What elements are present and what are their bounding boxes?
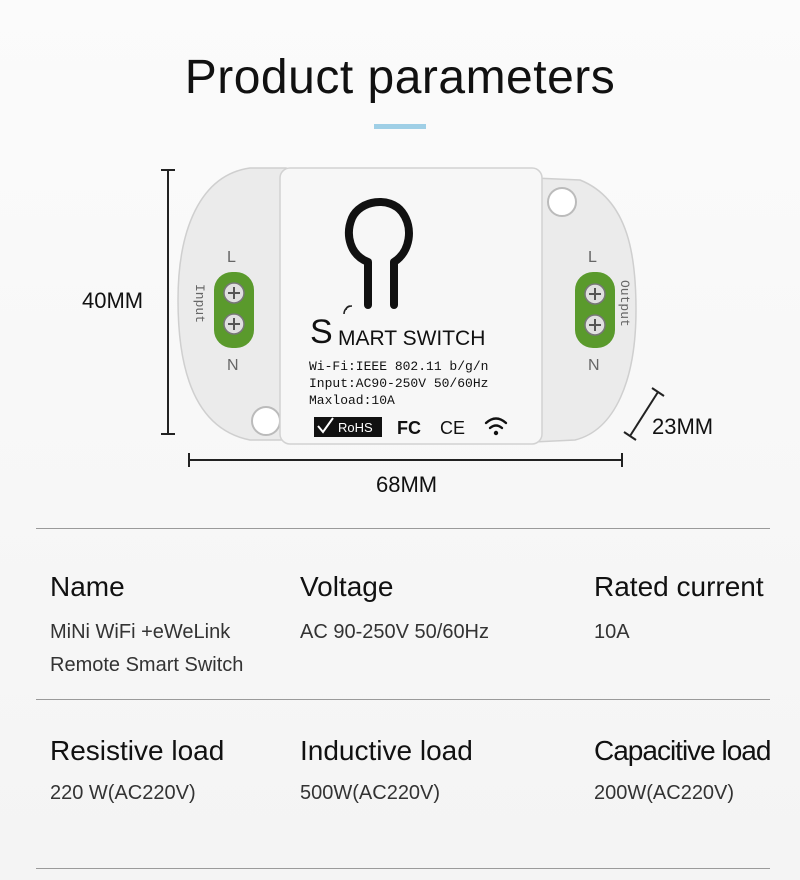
wifi-icon-dot (493, 430, 499, 436)
spec-rated-current-heading: Rated current (594, 571, 764, 602)
wifi-icon (484, 417, 508, 430)
input-label: Input (192, 284, 207, 323)
right-n-label: N (588, 357, 600, 374)
spec-voltage-value: AC 90-250V 50/60Hz (300, 621, 490, 643)
spec-capacitive-load-value: 200W(AC220V) (594, 782, 735, 804)
brand-name: MART SWITCH (338, 327, 485, 350)
mount-hole-bottom-left (251, 406, 281, 436)
spec-capacitive-load-heading: Capacitive load (594, 735, 771, 766)
spec-inductive-load-value: 500W(AC220V) (300, 782, 441, 804)
rohs-label: RoHS (338, 420, 373, 435)
height-dimension: 40MM (82, 288, 144, 313)
height-dimension-line (161, 169, 175, 435)
spec-resistive-load-value: 220 W(AC220V) (50, 782, 196, 804)
fc-mark: FC (397, 418, 421, 438)
spec-line-wifi: Wi-Fi:IEEE 802.11 b/g/n (309, 359, 488, 374)
page-title: Product parameters (184, 51, 616, 104)
divider-top (36, 528, 770, 529)
divider-bottom (36, 868, 770, 869)
signal-arcs (343, 305, 353, 315)
spec-voltage-heading: Voltage (300, 571, 394, 602)
depth-dimension: 23MM (652, 414, 714, 439)
spec-line-input: Input:AC90-250V 50/60Hz (309, 376, 488, 391)
divider-middle (36, 699, 770, 700)
output-label: Output (617, 280, 632, 327)
brand-letter: S (310, 313, 333, 351)
check-icon (317, 417, 334, 434)
spec-name-value-line2: Remote Smart Switch (50, 654, 244, 676)
width-dimension: 68MM (376, 472, 438, 497)
left-n-label: N (227, 357, 239, 374)
spec-inductive-load-heading: Inductive load (300, 735, 473, 766)
right-l-label: L (588, 249, 597, 266)
depth-dimension-line (623, 387, 665, 441)
spec-line-maxload: Maxload:10A (309, 393, 395, 408)
spec-name-value-line1: MiNi WiFi +eWeLink (50, 621, 231, 643)
smart-switch-illustration: S MART SWITCH Wi-Fi:IEEE 802.11 b/g/n In… (161, 167, 665, 467)
ce-mark: CE (440, 418, 465, 438)
title-accent-bar (374, 124, 426, 129)
width-dimension-line (188, 453, 623, 467)
keyhole-logo (345, 198, 413, 309)
left-l-label: L (227, 249, 236, 266)
spec-rated-current-value: 10A (594, 621, 630, 643)
spec-name-heading: Name (50, 571, 125, 602)
spec-resistive-load-heading: Resistive load (50, 735, 225, 766)
mount-hole-top-right (547, 187, 577, 217)
